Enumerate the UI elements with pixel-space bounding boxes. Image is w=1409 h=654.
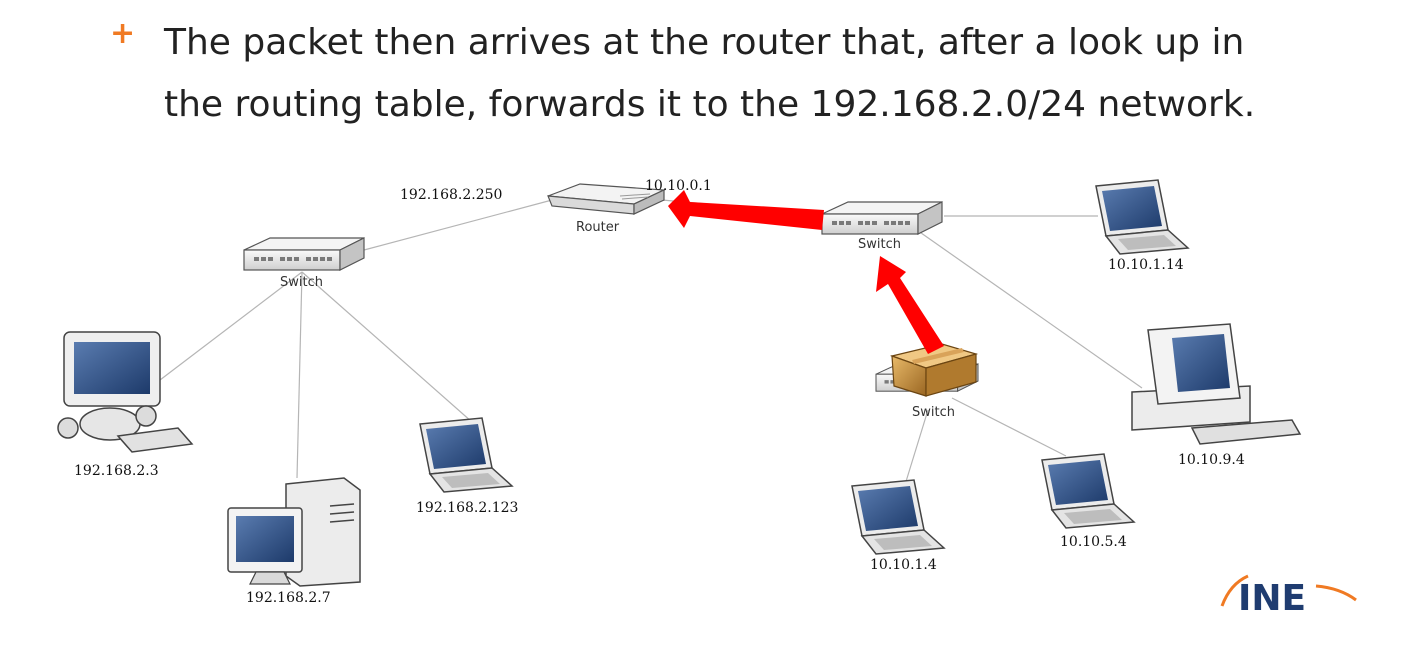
switch-right-label: Switch xyxy=(858,237,901,252)
laptop-192-168-2-123-icon xyxy=(419,417,513,493)
arrow-switch-to-router xyxy=(668,190,824,230)
switch-left-icon xyxy=(243,237,365,271)
ip-label-192-168-2-3: 192.168.2.3 xyxy=(74,463,159,479)
laptop-10-10-5-4-icon xyxy=(1041,453,1135,529)
ip-label-192-168-2-7: 192.168.2.7 xyxy=(246,590,331,606)
bullet-text: The packet then arrives at the router th… xyxy=(164,22,1256,125)
pc-192-168-2-3-icon xyxy=(57,331,194,453)
ip-label-10-10-1-4: 10.10.1.4 xyxy=(870,557,937,573)
ip-label-10-10-9-4: 10.10.9.4 xyxy=(1178,452,1245,468)
arrow-box-to-switch xyxy=(876,256,944,354)
ine-logo: INE xyxy=(1220,574,1357,619)
laptop-10-10-1-4-icon xyxy=(851,479,945,555)
packet-flow-arrows xyxy=(668,190,944,354)
pc-192-168-2-7-icon xyxy=(227,477,361,587)
switch-bottom-label: Switch xyxy=(912,405,955,420)
ip-label-router-right: 10.10.0.1 xyxy=(645,178,712,194)
switch-right-icon xyxy=(821,201,943,235)
switch-left-label: Switch xyxy=(280,275,323,290)
logo-text: INE xyxy=(1238,578,1306,619)
ip-label-10-10-1-14: 10.10.1.14 xyxy=(1108,257,1184,273)
ip-label-router-left: 192.168.2.250 xyxy=(400,187,502,203)
pc-10-10-9-4-icon xyxy=(1131,323,1302,445)
ip-label-10-10-5-4: 10.10.5.4 xyxy=(1060,534,1127,550)
plus-bullet-icon: + xyxy=(110,16,136,51)
router-label: Router xyxy=(576,220,620,235)
ip-label-192-168-2-123: 192.168.2.123 xyxy=(416,500,518,516)
router-icon xyxy=(547,183,667,215)
packet-box-icon xyxy=(889,343,979,397)
laptop-10-10-1-14-icon xyxy=(1095,179,1189,255)
